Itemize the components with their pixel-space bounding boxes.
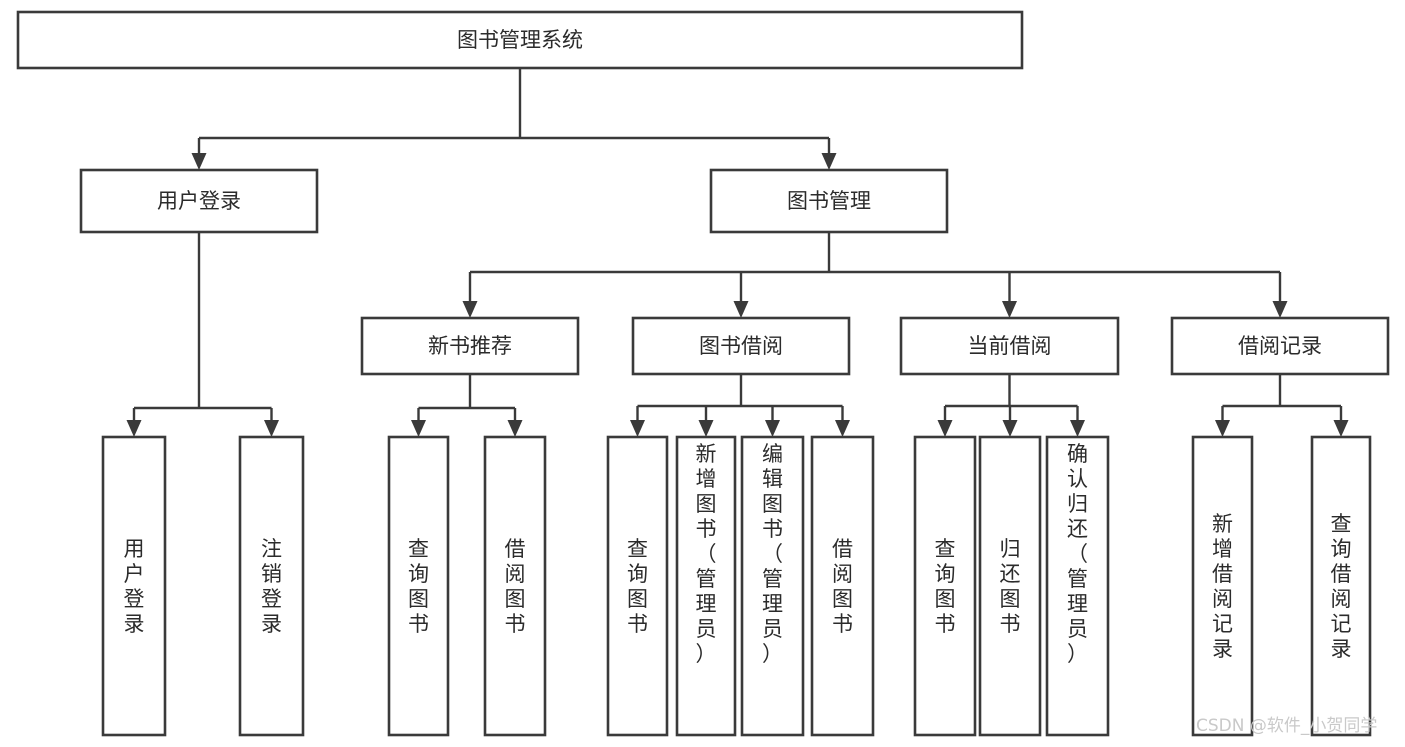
node-label-leaf-query-record: 查询借阅记录: [1331, 512, 1352, 661]
arrow-head-icon: [765, 420, 780, 437]
arrow-head-icon: [264, 420, 279, 437]
node-new-book-rec[interactable]: 新书推荐: [360, 316, 580, 376]
arrow-head-icon: [1002, 420, 1018, 437]
node-label-leaf-user-login: 用户登录: [124, 537, 145, 636]
arrow-head-icon: [462, 301, 478, 318]
connector-group-book-borrow: [630, 374, 850, 437]
node-label-root: 图书管理系统: [457, 28, 583, 52]
node-box-leaf-return-book: [978, 435, 1042, 737]
node-box-leaf-borrow-book-rec: [483, 435, 547, 737]
connector-group-root: [191, 68, 837, 170]
connector-group-new-book-rec: [411, 374, 523, 437]
node-leaf-confirm-return[interactable]: 确认归还（管理员）: [1045, 435, 1110, 737]
node-box-leaf-query-book-b: [606, 435, 669, 737]
node-box-leaf-borrow-book-b: [810, 435, 875, 737]
arrow-head-icon: [507, 420, 523, 437]
node-box-root: [16, 10, 1024, 70]
node-label-leaf-return-book: 归还图书: [1000, 537, 1021, 636]
arrow-head-icon: [733, 301, 749, 318]
watermark-label: CSDN @软件_小贺同学: [1196, 716, 1377, 736]
node-label-current-borrow: 当前借阅: [968, 334, 1052, 358]
arrow-head-icon: [937, 420, 953, 437]
node-box-leaf-edit-book: [740, 435, 805, 737]
node-box-leaf-add-record: [1191, 435, 1254, 737]
node-label-leaf-borrow-book-rec: 借阅图书: [505, 537, 526, 636]
node-box-borrow-record: [1170, 316, 1390, 376]
node-label-leaf-query-book-b: 查询图书: [627, 537, 648, 636]
arrow-head-icon: [1215, 420, 1230, 437]
arrow-head-icon: [698, 420, 714, 437]
node-root[interactable]: 图书管理系统: [16, 10, 1024, 70]
node-leaf-query-record[interactable]: 查询借阅记录: [1310, 435, 1372, 737]
arrow-head-icon: [191, 153, 207, 170]
node-layer: 图书管理系统用户登录图书管理新书推荐图书借阅当前借阅借阅记录用户登录注销登录查询…: [16, 10, 1390, 737]
connector-group-user-login: [126, 232, 279, 437]
arrow-head-icon: [1333, 420, 1349, 437]
node-box-leaf-query-book-c: [913, 435, 977, 737]
node-label-borrow-record: 借阅记录: [1238, 334, 1322, 358]
node-label-leaf-user-logout: 注销登录: [261, 537, 282, 636]
node-leaf-query-book-b[interactable]: 查询图书: [606, 435, 669, 737]
node-label-leaf-confirm-return: 确认归还（管理员）: [1067, 442, 1088, 666]
node-leaf-user-login[interactable]: 用户登录: [101, 435, 167, 737]
node-leaf-user-logout[interactable]: 注销登录: [238, 435, 305, 737]
node-user-login[interactable]: 用户登录: [79, 168, 319, 234]
arrow-head-icon: [1272, 301, 1288, 318]
node-label-leaf-query-book-c: 查询图书: [935, 537, 956, 636]
arrow-head-icon: [126, 420, 142, 437]
node-book-borrow[interactable]: 图书借阅: [631, 316, 851, 376]
arrow-head-icon: [1070, 420, 1085, 437]
arrow-head-icon: [411, 420, 426, 437]
arrow-head-icon: [821, 153, 837, 170]
node-leaf-borrow-book-b[interactable]: 借阅图书: [810, 435, 875, 737]
arrow-head-icon: [835, 420, 850, 437]
node-box-leaf-confirm-return: [1045, 435, 1110, 737]
node-label-leaf-add-record: 新增借阅记录: [1212, 512, 1233, 661]
connector-group-borrow-record: [1215, 374, 1349, 437]
connector-group-current-borrow: [937, 374, 1085, 437]
connector-group-book-manage: [462, 232, 1288, 318]
node-leaf-return-book[interactable]: 归还图书: [978, 435, 1042, 737]
node-box-leaf-user-login: [101, 435, 167, 737]
node-label-book-borrow: 图书借阅: [699, 334, 783, 358]
node-book-manage[interactable]: 图书管理: [709, 168, 949, 234]
node-label-user-login: 用户登录: [157, 189, 241, 213]
arrow-head-icon: [1002, 301, 1017, 318]
node-box-new-book-rec: [360, 316, 580, 376]
node-leaf-add-record[interactable]: 新增借阅记录: [1191, 435, 1254, 737]
node-leaf-query-book-c[interactable]: 查询图书: [913, 435, 977, 737]
node-label-leaf-edit-book: 编辑图书（管理员）: [762, 442, 783, 666]
node-leaf-query-book-rec[interactable]: 查询图书: [387, 435, 450, 737]
arrow-head-icon: [630, 420, 645, 437]
connector-layer: [126, 68, 1349, 437]
node-label-new-book-rec: 新书推荐: [428, 334, 512, 358]
node-box-leaf-add-book: [675, 435, 737, 737]
node-box-current-borrow: [899, 316, 1120, 376]
node-box-book-borrow: [631, 316, 851, 376]
node-current-borrow[interactable]: 当前借阅: [899, 316, 1120, 376]
node-box-leaf-query-book-rec: [387, 435, 450, 737]
node-box-book-manage: [709, 168, 949, 234]
node-label-book-manage: 图书管理: [787, 189, 871, 213]
node-leaf-edit-book[interactable]: 编辑图书（管理员）: [740, 435, 805, 737]
node-label-leaf-add-book: 新增图书（管理员）: [696, 442, 717, 666]
node-box-leaf-query-record: [1310, 435, 1372, 737]
node-leaf-add-book[interactable]: 新增图书（管理员）: [675, 435, 737, 737]
node-box-user-login: [79, 168, 319, 234]
node-label-leaf-borrow-book-b: 借阅图书: [832, 537, 853, 636]
node-box-leaf-user-logout: [238, 435, 305, 737]
node-borrow-record[interactable]: 借阅记录: [1170, 316, 1390, 376]
node-label-leaf-query-book-rec: 查询图书: [408, 537, 429, 636]
node-leaf-borrow-book-rec[interactable]: 借阅图书: [483, 435, 547, 737]
